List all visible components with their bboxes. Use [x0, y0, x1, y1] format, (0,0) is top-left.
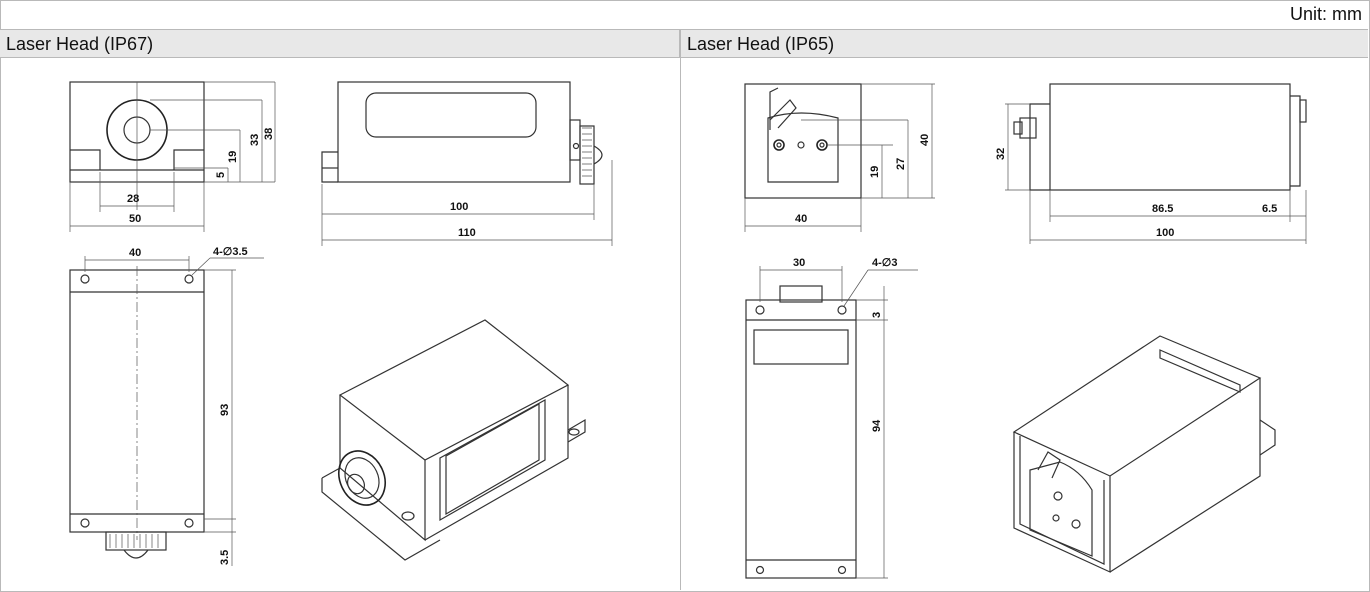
dim-ip65-3: 3: [871, 312, 883, 318]
dim-ip65-19: 19: [869, 166, 881, 178]
dim-ip65-6-5: 6.5: [1262, 203, 1277, 215]
ip65-isometric-view: [1012, 335, 1276, 573]
unit-label: Unit: mm: [1290, 4, 1362, 24]
dim-ip65-40v: 40: [919, 134, 931, 146]
dim-ip67-110: 110: [458, 227, 476, 239]
dim-ip65-94: 94: [871, 419, 883, 432]
dim-ip67-5: 5: [215, 172, 227, 178]
dim-ip65-100: 100: [1156, 227, 1174, 239]
dim-ip67-28: 28: [127, 193, 139, 205]
panel-divider: [680, 30, 681, 590]
ip67-front-view: 5 19 33 38 28 50: [69, 81, 276, 232]
dim-ip67-40: 40: [129, 247, 141, 259]
ip67-isometric-view: [321, 319, 586, 561]
dim-ip67-33: 33: [249, 134, 261, 146]
ip67-side-view: 100 110: [321, 81, 613, 246]
dim-ip65-27: 27: [895, 158, 907, 170]
dim-ip65-40: 40: [795, 213, 807, 225]
ip65-front-view: 19 27 40 40: [744, 83, 935, 232]
dim-ip65-holes: 4-∅3: [872, 257, 897, 269]
ip65-side-view: 32 86.5 6.5 100: [995, 83, 1307, 244]
dim-ip65-30: 30: [793, 257, 805, 269]
dim-ip65-32: 32: [995, 148, 1007, 160]
panel-title-ip65: Laser Head (IP65): [681, 30, 1368, 58]
dim-ip67-50: 50: [129, 213, 141, 225]
ip65-top-view: 30 4-∅3 3 94: [745, 257, 918, 579]
unit-row: Unit: mm: [0, 0, 1368, 30]
dim-ip67-holes: 4-∅3.5: [213, 246, 248, 258]
dim-ip67-100: 100: [450, 201, 468, 213]
panel-title-ip67: Laser Head (IP67): [0, 30, 680, 58]
dim-ip67-3-5: 3.5: [219, 550, 231, 565]
dim-ip65-86-5: 86.5: [1152, 203, 1173, 215]
dim-ip67-38: 38: [263, 128, 275, 140]
ip67-top-view: 40 4-∅3.5 93 3.5: [69, 246, 264, 566]
dim-ip67-93: 93: [219, 404, 231, 416]
dim-ip67-19: 19: [227, 151, 239, 163]
